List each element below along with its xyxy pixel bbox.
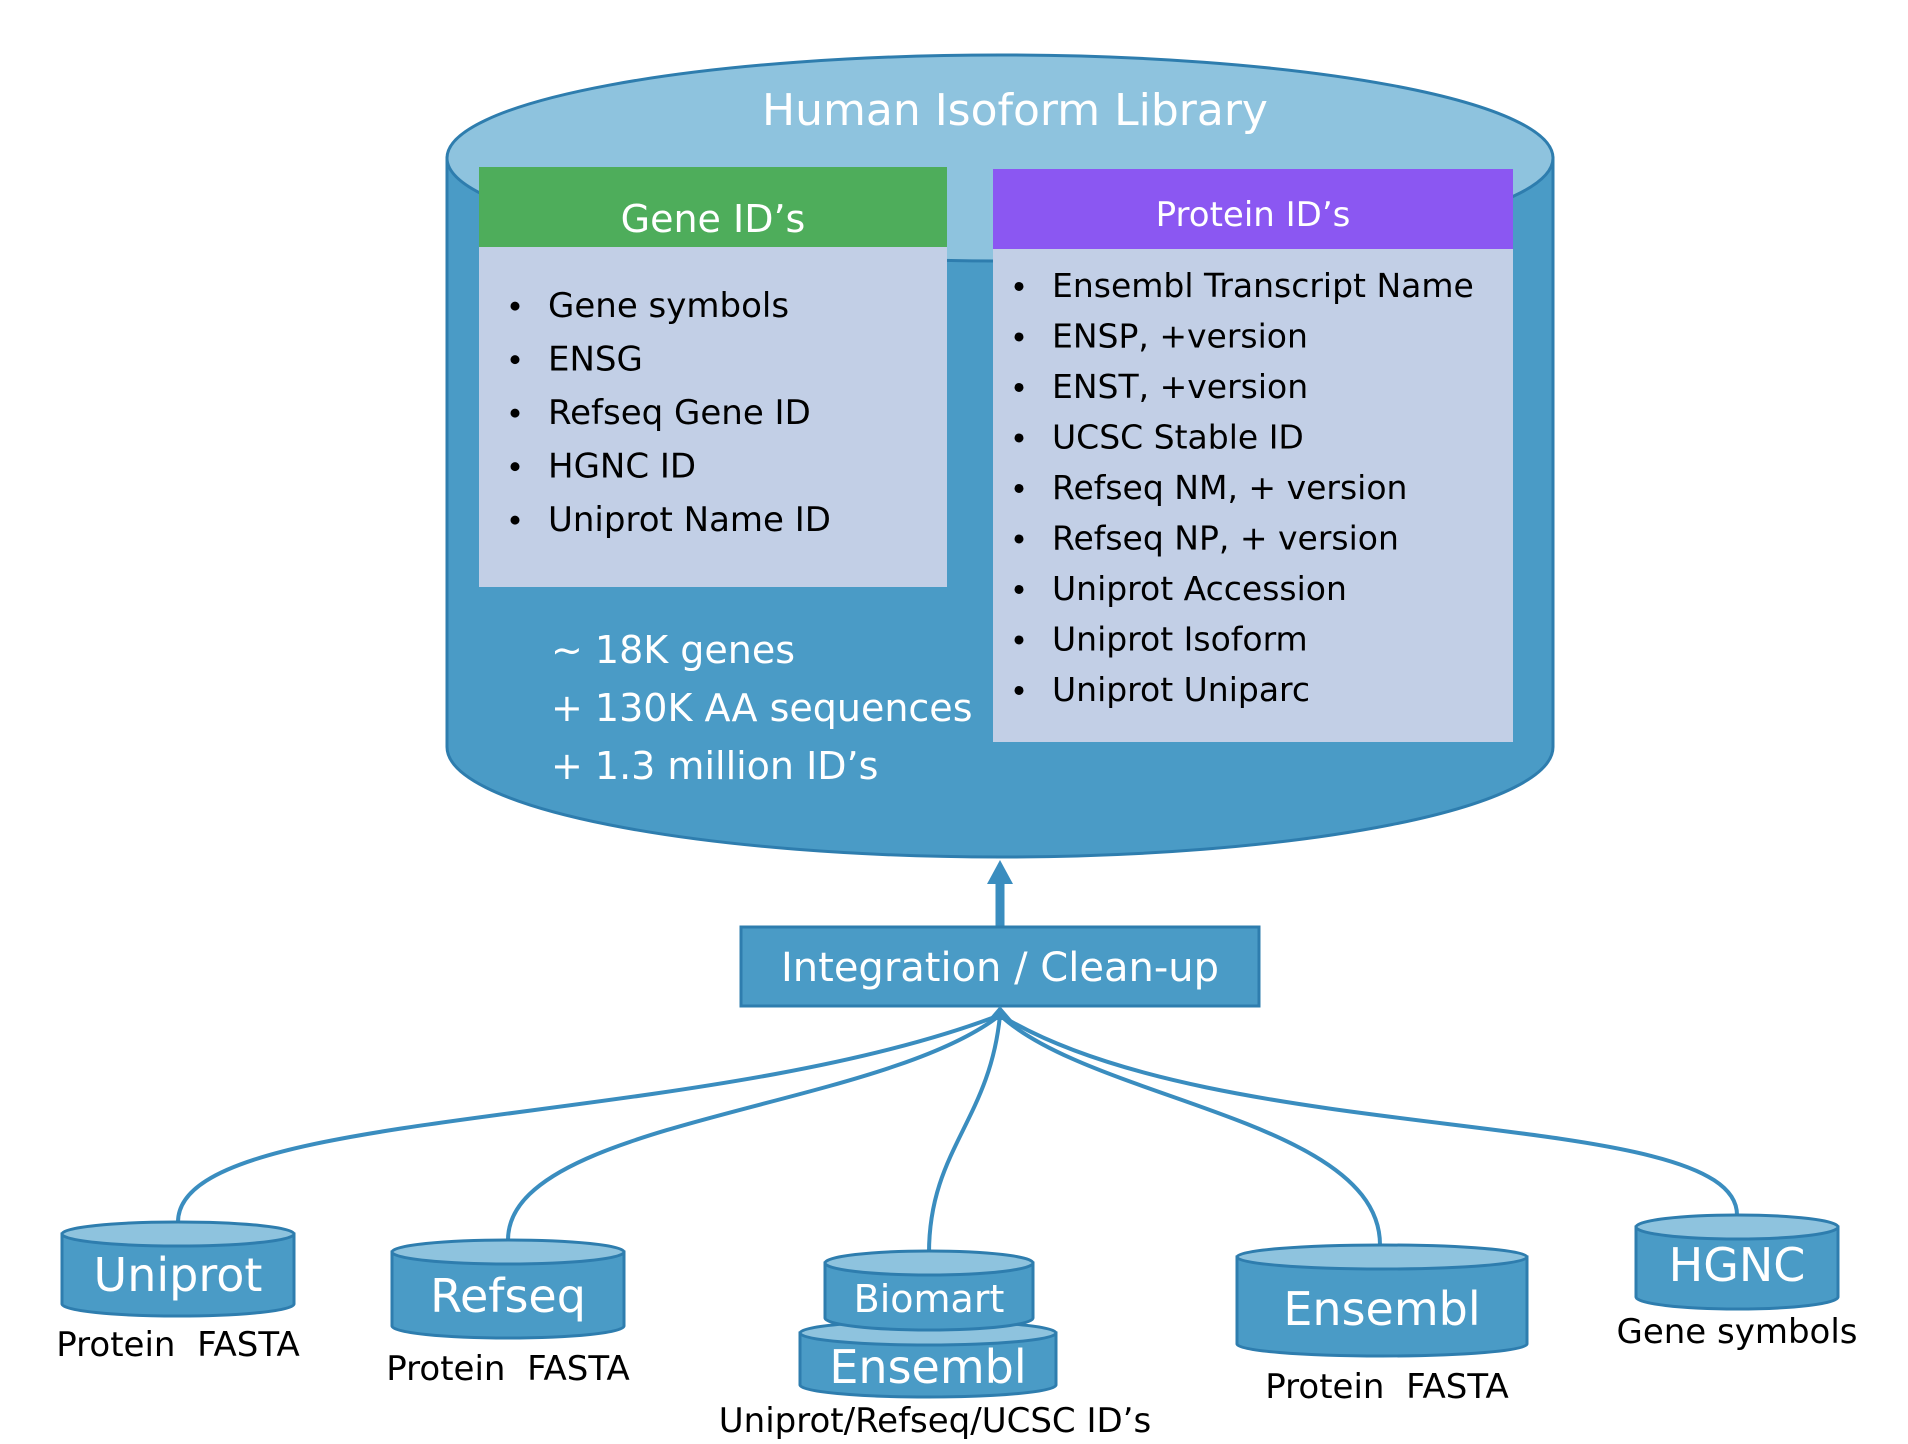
source-name: Biomart xyxy=(854,1277,1005,1321)
source-caption: Protein FASTA xyxy=(56,1325,299,1365)
stat-line: + 130K AA sequences xyxy=(551,686,973,730)
list-item: Gene symbols xyxy=(548,286,789,326)
source-name: Uniprot xyxy=(94,1248,263,1302)
connector-ensembl xyxy=(998,1013,1382,1246)
source-hgnc: HGNC Gene symbols xyxy=(1616,1213,1858,1352)
bullet xyxy=(1014,281,1024,291)
list-item: Ensembl Transcript Name xyxy=(1052,266,1474,305)
integration-label: Integration / Clean-up xyxy=(781,945,1219,991)
protein-id-box: Protein ID’s Ensembl Transcript NameENSP… xyxy=(993,169,1513,742)
bullet xyxy=(1014,433,1024,443)
source-uniprot: Uniprot Protein FASTA xyxy=(56,1220,300,1365)
list-item: ENSP, +version xyxy=(1052,317,1308,356)
list-item: Refseq NM, + version xyxy=(1052,468,1407,507)
integration-to-library-arrow xyxy=(987,860,1013,927)
connector-uniprot xyxy=(176,1013,1001,1223)
connector-hgnc xyxy=(998,1013,1739,1216)
bullet xyxy=(1014,685,1024,695)
connector-refseq xyxy=(506,1013,1002,1241)
bullet xyxy=(510,462,520,472)
stat-line: ~ 18K genes xyxy=(551,628,795,672)
bullet xyxy=(1014,382,1024,392)
protein-id-box-body xyxy=(993,247,1513,742)
list-item: ENSG xyxy=(548,340,643,380)
source-name-secondary: Ensembl xyxy=(829,1340,1026,1394)
integration-box: Integration / Clean-up xyxy=(739,925,1261,1008)
list-item: Uniprot Name ID xyxy=(548,500,831,540)
bullet xyxy=(1014,483,1024,493)
bullet xyxy=(510,355,520,365)
source-name: HGNC xyxy=(1669,1238,1806,1292)
bullet xyxy=(1014,534,1024,544)
source-name: Refseq xyxy=(430,1269,586,1323)
source-caption: Protein FASTA xyxy=(386,1349,629,1389)
source-caption: Uniprot/Refseq/UCSC ID’s xyxy=(719,1401,1151,1441)
list-item: Uniprot Accession xyxy=(1052,569,1347,608)
list-item: Uniprot Uniparc xyxy=(1052,670,1310,709)
bullet xyxy=(510,301,520,311)
bullet xyxy=(510,408,520,418)
bullet xyxy=(1014,332,1024,342)
list-item: UCSC Stable ID xyxy=(1052,418,1304,457)
source-name: Ensembl xyxy=(1283,1282,1480,1336)
protein-id-header-bar xyxy=(993,169,1513,249)
gene-id-box-body xyxy=(479,245,947,587)
list-item: Refseq Gene ID xyxy=(548,393,811,433)
gene-id-header: Gene ID’s xyxy=(621,197,806,241)
source-caption: Gene symbols xyxy=(1616,1312,1857,1352)
library-stats: ~ 18K genes + 130K AA sequences + 1.3 mill… xyxy=(551,628,973,788)
bullet xyxy=(1014,635,1024,645)
source-ensembl: Ensembl Protein FASTA xyxy=(1235,1243,1529,1407)
protein-id-header: Protein ID’s xyxy=(1156,195,1351,235)
gene-id-header-bar xyxy=(479,167,947,247)
list-item: Uniprot Isoform xyxy=(1052,620,1308,659)
list-item: HGNC ID xyxy=(548,447,696,487)
stat-line: + 1.3 million ID’s xyxy=(551,744,878,788)
bullet xyxy=(510,515,520,525)
list-item: Refseq NP, + version xyxy=(1052,519,1399,558)
list-item: ENST, +version xyxy=(1052,367,1308,406)
library-title: Human Isoform Library xyxy=(762,85,1268,136)
connector-biomart xyxy=(927,1014,1002,1254)
source-refseq: Refseq Protein FASTA xyxy=(386,1238,630,1389)
source-caption: Protein FASTA xyxy=(1265,1367,1508,1407)
source-connectors xyxy=(176,1006,1739,1254)
bullet xyxy=(1014,584,1024,594)
source-biomart-ensembl: Ensembl Biomart Uniprot/Refseq/UCSC ID’s xyxy=(719,1249,1151,1441)
